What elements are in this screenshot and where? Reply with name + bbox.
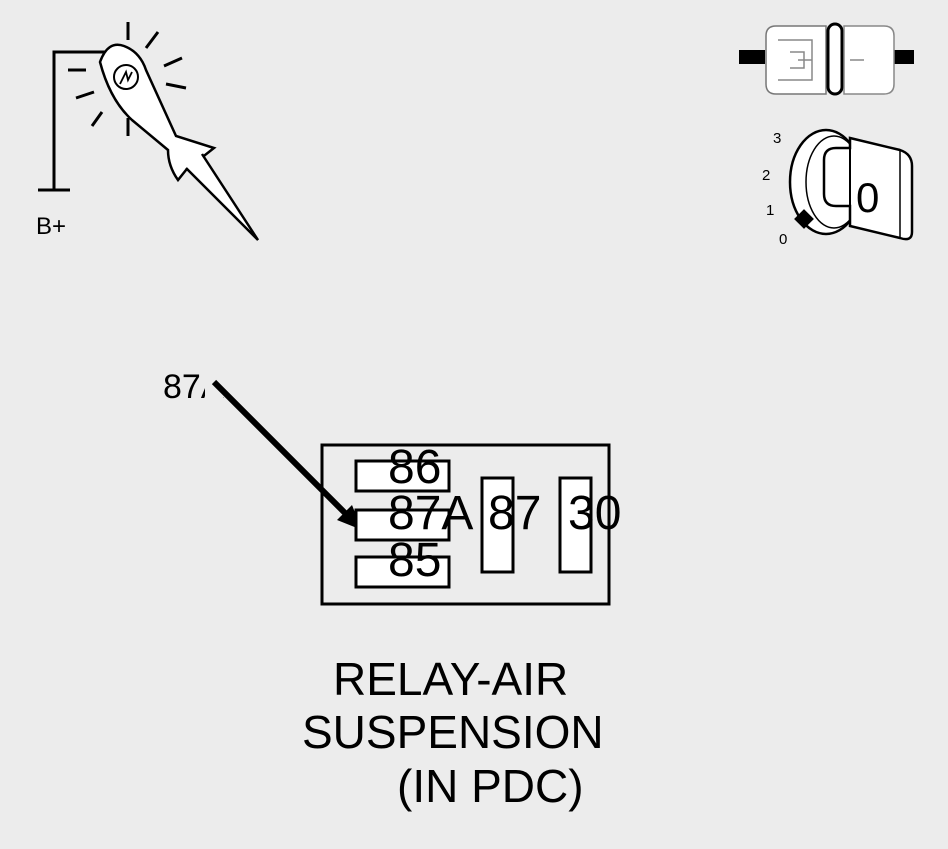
relay-title-line-1: RELAY-AIR	[333, 653, 568, 705]
disconnected-connector-icon	[739, 22, 914, 96]
relay-pin-30-label: 30	[568, 487, 621, 540]
relay-title-line-2: SUSPENSION	[302, 706, 604, 758]
relay-title: RELAY-AIR SUSPENSION (IN PDC)	[302, 653, 604, 812]
ignition-position-3: 3	[773, 130, 781, 147]
relay-terminal-87	[480, 476, 515, 574]
relay-pin-87-label: 87	[488, 487, 541, 540]
test-light: B+	[36, 22, 260, 241]
b-plus-label: B+	[36, 213, 66, 240]
relay-title-line-3: (IN PDC)	[397, 760, 584, 812]
ignition-key-icon	[788, 128, 914, 241]
ignition-position-2: 2	[762, 167, 770, 184]
relay-terminal-86	[354, 459, 451, 493]
ignition-position-1: 1	[766, 202, 774, 219]
test-light-wire	[38, 50, 118, 192]
ignition-current-position: 0	[856, 174, 879, 221]
relay-pin-86-label: 86	[388, 441, 441, 494]
glow-rays-icon	[68, 22, 187, 136]
relay-pin-85-label: 85	[388, 534, 441, 587]
relay-block: 86 87A 85 87 30	[320, 441, 621, 606]
ignition-switch: 3 2 1 0 0	[762, 128, 914, 248]
ignition-position-0: 0	[779, 231, 787, 248]
relay-terminal-87a	[354, 508, 451, 542]
relay-pin-87a-label: 87A	[388, 487, 473, 540]
relay-terminal-30	[558, 476, 593, 574]
bulb-icon	[113, 64, 139, 90]
relay-terminal-85	[354, 555, 451, 589]
test-light-probe-tip	[185, 153, 260, 241]
relay-outline	[320, 443, 611, 606]
